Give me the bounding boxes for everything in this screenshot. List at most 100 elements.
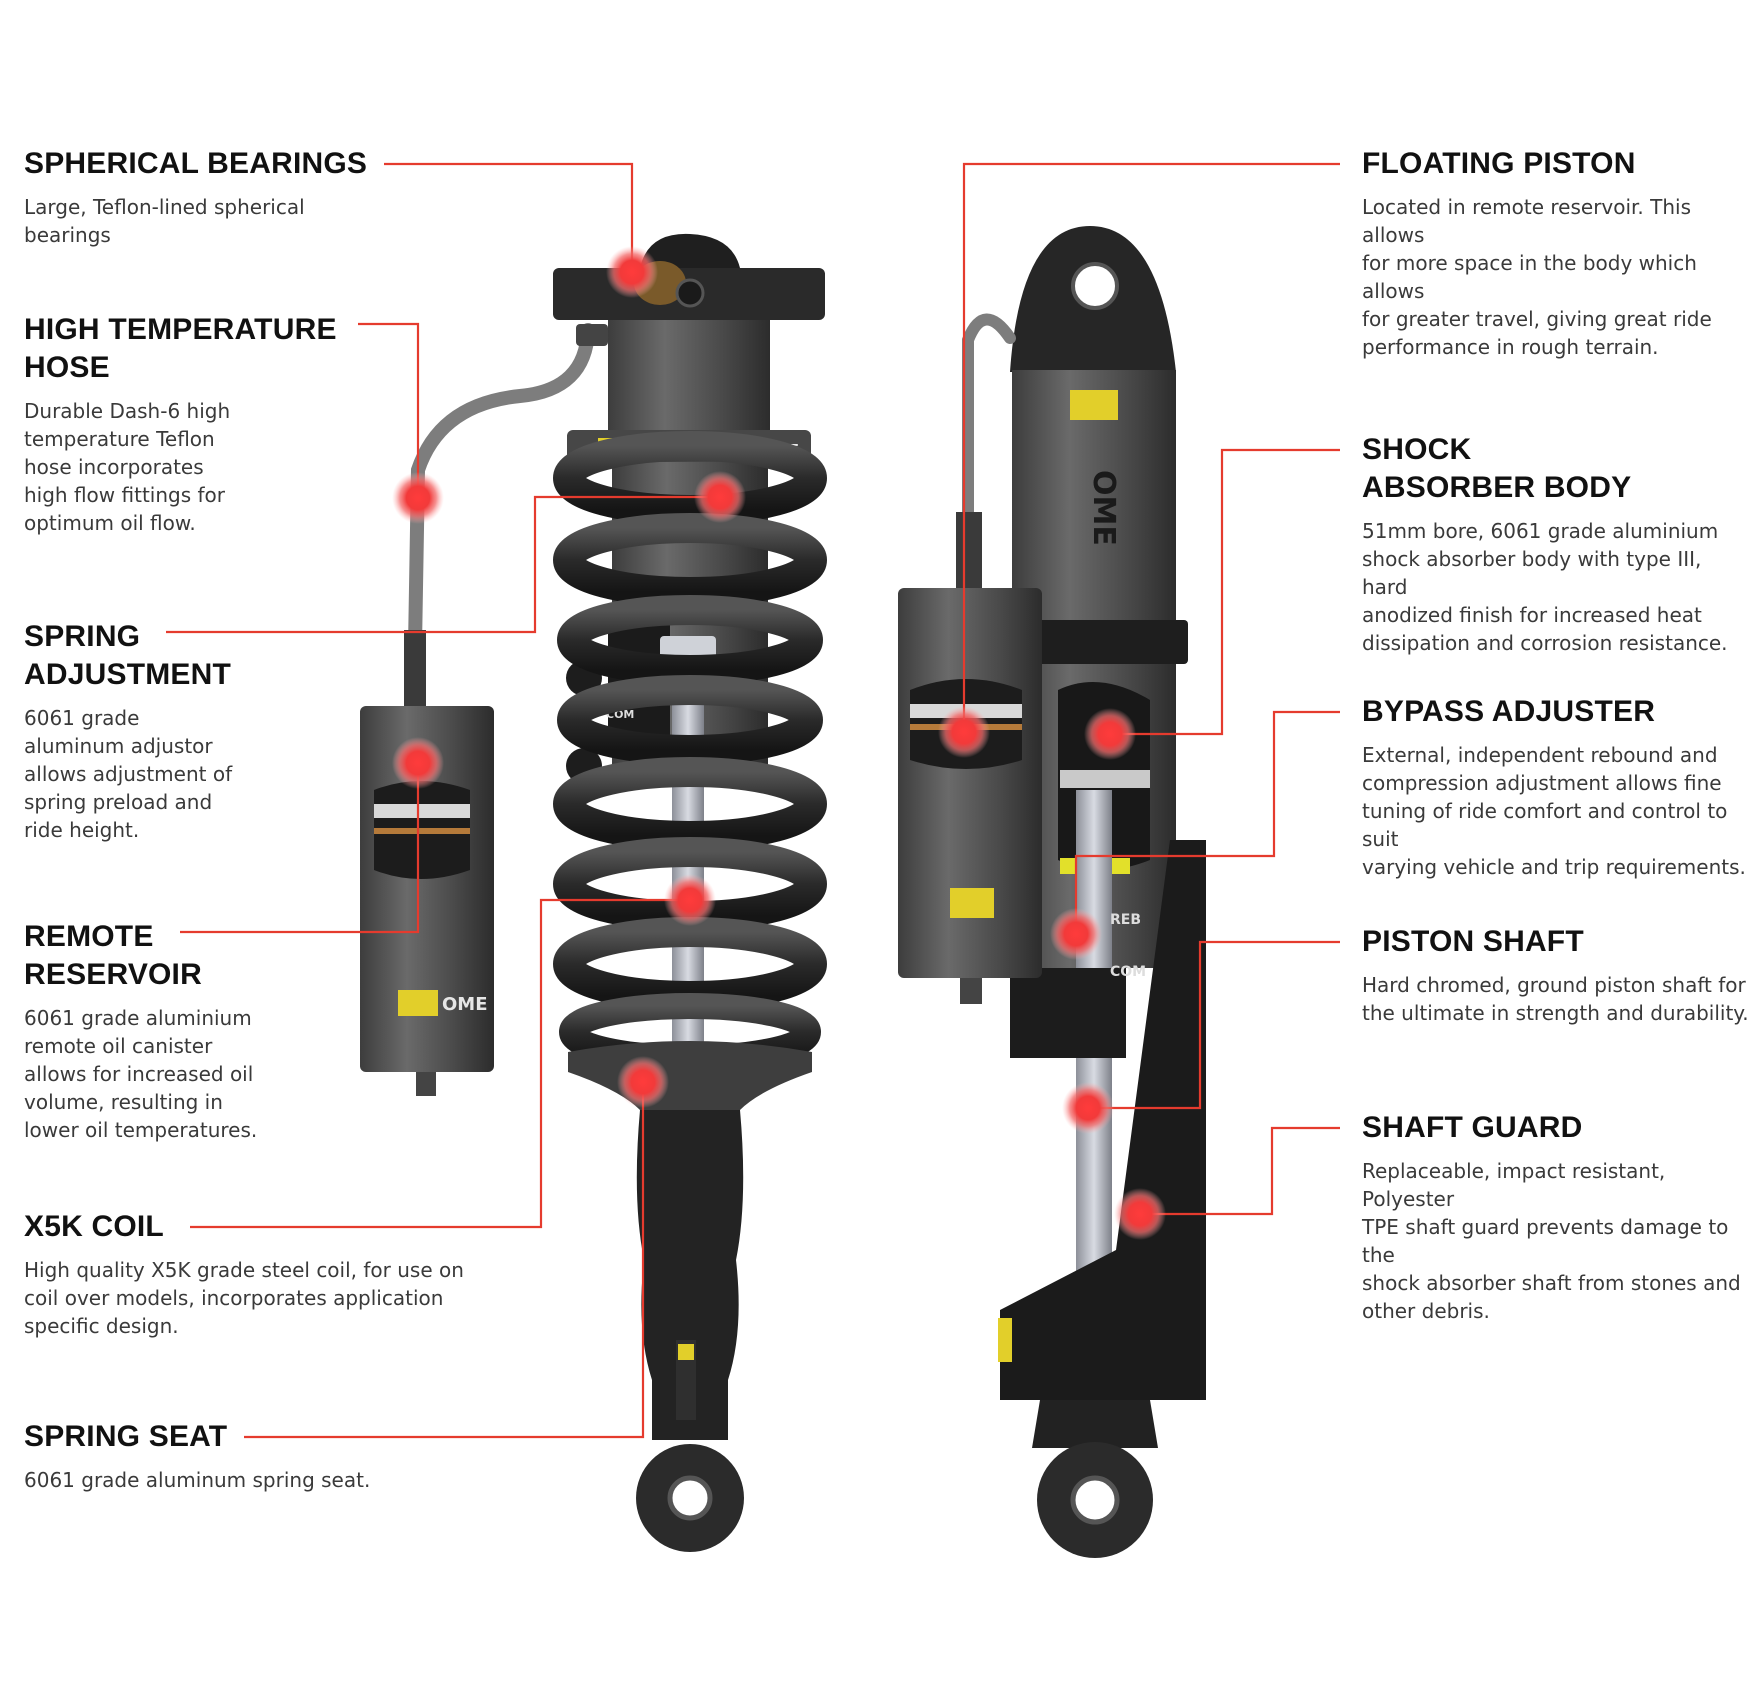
hotspot-floating-piston xyxy=(938,706,990,758)
hotspot-remote-reservoir xyxy=(392,737,444,789)
title-line: SHAFT GUARD xyxy=(1362,1111,1583,1144)
desc-line: High quality X5K grade steel coil, for u… xyxy=(24,1258,464,1282)
leader-spring-seat xyxy=(244,1082,645,1439)
leader-floating-piston xyxy=(962,162,1340,730)
leader-shaft-guard xyxy=(1140,1126,1340,1216)
desc-line: for more space in the body which allows xyxy=(1362,251,1697,303)
hose-fitting-bottom xyxy=(404,630,426,706)
callout-description: 6061 grade aluminium remote oil canister… xyxy=(24,1004,324,1144)
lower-mount-hole xyxy=(667,1475,713,1521)
leader-bypass-adjuster xyxy=(1074,710,1340,934)
coilover-lower-body xyxy=(636,1110,744,1440)
hotspots xyxy=(392,246,1166,1240)
callout-spring-adjustment: SPRING ADJUSTMENT 6061 grade aluminum ad… xyxy=(24,618,324,844)
right-lower-neck xyxy=(1032,1400,1158,1448)
title-line: SPRING SEAT xyxy=(24,1420,228,1453)
callout-shock-absorber-body: SHOCK ABSORBER BODY 51mm bore, 6061 grad… xyxy=(1362,431,1752,657)
desc-line: 6061 grade aluminum spring seat. xyxy=(24,1468,371,1492)
leader-shock-absorber-body xyxy=(1110,448,1340,736)
remote-hose-right xyxy=(962,313,1016,596)
desc-line: ride height. xyxy=(24,818,140,842)
right-hose-fitting xyxy=(956,512,982,590)
desc-line: allows for increased oil xyxy=(24,1062,254,1086)
spring-seat xyxy=(568,1041,812,1110)
hotspot-piston-shaft xyxy=(1062,1082,1114,1134)
title-line: X5K COIL xyxy=(24,1210,164,1243)
bypass-rebound-mark: REB xyxy=(1110,912,1141,928)
remote-reservoir-canister: OME xyxy=(360,706,494,1096)
callout-title: SHOCK ABSORBER BODY xyxy=(1362,431,1752,507)
leader-piston-shaft xyxy=(1088,940,1340,1110)
callout-description: Large, Teflon-lined spherical bearings xyxy=(24,193,394,249)
desc-line: varying vehicle and trip requirements. xyxy=(1362,855,1746,879)
callout-title: FLOATING PISTON xyxy=(1362,145,1752,183)
callout-high-temperature-hose: HIGH TEMPERATURE HOSE Durable Dash-6 hig… xyxy=(24,311,354,537)
title-line: PISTON SHAFT xyxy=(1362,925,1584,958)
desc-line: anodized finish for increased heat xyxy=(1362,603,1702,627)
desc-line: specific design. xyxy=(24,1314,179,1338)
title-line: FLOATING PISTON xyxy=(1362,147,1636,180)
hotspot-bypass-adjuster xyxy=(1050,908,1102,960)
desc-line: hose incorporates xyxy=(24,455,204,479)
body-brand-text: OME xyxy=(1086,470,1121,546)
spherical-bearing-eye xyxy=(640,233,740,268)
desc-line: high flow fittings for xyxy=(24,483,225,507)
desc-line: External, independent rebound and xyxy=(1362,743,1718,767)
leader-high-temperature-hose xyxy=(358,322,420,498)
callout-description: Durable Dash-6 high temperature Teflon h… xyxy=(24,397,354,537)
desc-line: remote oil canister xyxy=(24,1034,213,1058)
callout-description: Replaceable, impact resistant, Polyester… xyxy=(1362,1157,1752,1325)
callout-title: REMOTE RESERVOIR xyxy=(24,918,324,994)
bypass-adjuster-block xyxy=(1010,968,1126,1058)
callout-title: SPHERICAL BEARINGS xyxy=(24,145,394,183)
hotspot-spring-seat xyxy=(617,1056,669,1108)
title-line: ADJUSTMENT xyxy=(24,658,232,691)
leader-x5k-coil xyxy=(190,898,690,1229)
callout-floating-piston: FLOATING PISTON Located in remote reserv… xyxy=(1362,145,1752,361)
desc-line: Located in remote reservoir. This allows xyxy=(1362,195,1692,247)
coilover-shock: OME OME REB COM xyxy=(553,233,827,1552)
desc-line: optimum oil flow. xyxy=(24,511,196,535)
callout-piston-shaft: PISTON SHAFT Hard chromed, ground piston… xyxy=(1362,923,1752,1027)
body-logo-badge xyxy=(1070,390,1118,420)
callout-title: SPRING SEAT xyxy=(24,1418,444,1456)
desc-line: temperature Teflon xyxy=(24,427,215,451)
callout-title: SPRING ADJUSTMENT xyxy=(24,618,324,694)
right-lower-eye-hole xyxy=(1070,1475,1120,1525)
desc-line: bearings xyxy=(24,223,111,247)
callout-spherical-bearings: SPHERICAL BEARINGS Large, Teflon-lined s… xyxy=(24,145,394,249)
hotspot-shaft-guard xyxy=(1114,1188,1166,1240)
desc-line: lower oil temperatures. xyxy=(24,1118,258,1142)
hotspot-x5k-coil xyxy=(664,874,716,926)
right-top-eye-hole xyxy=(1071,262,1119,310)
title-line: SPHERICAL BEARINGS xyxy=(24,147,368,180)
desc-line: performance in rough terrain. xyxy=(1362,335,1659,359)
callout-title: HIGH TEMPERATURE HOSE xyxy=(24,311,354,387)
hotspot-spherical-bearings xyxy=(606,246,658,298)
callout-description: Hard chromed, ground piston shaft for th… xyxy=(1362,971,1752,1027)
desc-line: coil over models, incorporates applicati… xyxy=(24,1286,444,1310)
callout-title: BYPASS ADJUSTER xyxy=(1362,693,1752,731)
leader-remote-reservoir xyxy=(180,760,420,934)
callout-bypass-adjuster: BYPASS ADJUSTER External, independent re… xyxy=(1362,693,1752,881)
leader-spherical-bearings xyxy=(384,162,634,270)
desc-line: the ultimate in strength and durability. xyxy=(1362,1001,1749,1025)
remote-hose-left xyxy=(407,323,595,712)
callout-description: External, independent rebound and compre… xyxy=(1362,741,1752,881)
callout-shaft-guard: SHAFT GUARD Replaceable, impact resistan… xyxy=(1362,1109,1752,1325)
callout-x5k-coil: X5K COIL High quality X5K grade steel co… xyxy=(24,1208,504,1340)
title-line: ABSORBER BODY xyxy=(1362,471,1632,504)
callout-title: X5K COIL xyxy=(24,1208,504,1246)
callout-description: 6061 grade aluminum spring seat. xyxy=(24,1466,444,1494)
desc-line: aluminum adjustor xyxy=(24,734,213,758)
floating-piston-reservoir xyxy=(898,588,1042,1004)
desc-line: Hard chromed, ground piston shaft for xyxy=(1362,973,1746,997)
desc-line: Durable Dash-6 high xyxy=(24,399,231,423)
desc-line: spring preload and xyxy=(24,790,213,814)
desc-line: volume, resulting in xyxy=(24,1090,223,1114)
desc-line: other debris. xyxy=(1362,1299,1490,1323)
desc-line: TPE shaft guard prevents damage to the xyxy=(1362,1215,1729,1267)
desc-line: allows adjustment of xyxy=(24,762,233,786)
callout-remote-reservoir: REMOTE RESERVOIR 6061 grade aluminium re… xyxy=(24,918,324,1144)
